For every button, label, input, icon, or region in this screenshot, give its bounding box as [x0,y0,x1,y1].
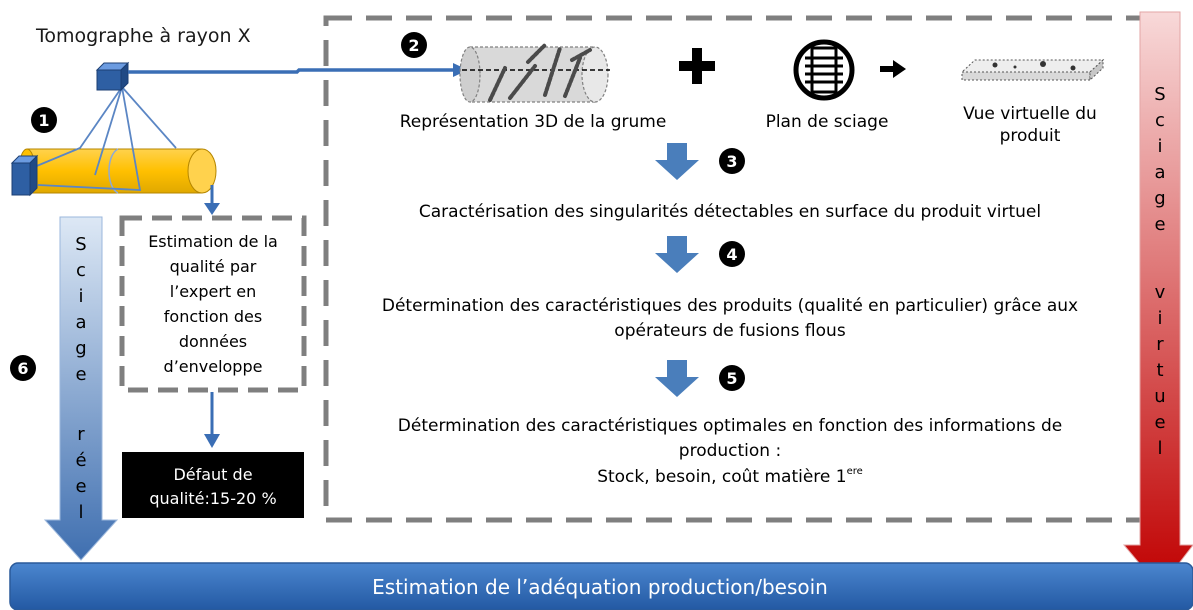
log-to-expert-arrow [204,185,220,215]
xray-beams [26,86,177,191]
virtual-sawing-label: S c i a g e v i r t u e l [1154,84,1165,459]
plus-icon [679,48,715,84]
virtual-sawing-letter: e [1154,412,1165,433]
expert-to-defect-arrow [204,392,220,448]
defect-line2: qualité:15-20 % [149,489,276,508]
virtual-sawing-letter: t [1156,360,1163,381]
expert-box-frame [119,215,307,393]
cutting-plan-label: Plan de sciage [766,112,889,132]
expert-box-text: Estimation de la qualité par l’expert en… [148,232,278,376]
real-sawing-letter: l [78,502,83,523]
svg-text:5: 5 [726,369,737,388]
real-sawing-letter: r [77,424,85,445]
real-sawing-letter: S [75,234,86,255]
step3-arrow [655,143,699,180]
virtual-sawing-letter: c [1155,110,1165,131]
scanner-top-icon [95,61,130,92]
virtual-sawing-letter: u [1154,386,1165,407]
log-3d-icon [459,43,610,103]
expert-line: l’expert en [170,282,256,301]
svg-text:3: 3 [726,152,737,171]
virtual-sawing-letter: i [1157,308,1162,329]
virtual-product-icon [960,58,1105,82]
virtual-sawing-letter: l [1157,438,1162,459]
svg-text:2: 2 [408,36,419,55]
scanner-title: Tomographe à rayon X [35,25,251,47]
defect-line1: Défaut de [173,465,252,484]
scanner-to-3d-arrow [128,63,468,77]
step4-text-line2: opérateurs de fusions flous [614,321,846,341]
to-product-arrow [880,60,906,78]
virtual-sawing-letter: a [1154,162,1165,183]
step5-text-line2: production : [679,441,781,461]
defect-box [122,452,304,518]
step5-arrow [655,360,699,397]
step5-superscript: ere [847,466,863,477]
step-marker-6: 6 [10,355,36,381]
step5-text-line1: Détermination des caractéristiques optim… [398,416,1062,436]
virtual-sawing-letter: v [1155,282,1166,303]
step-marker-2: 2 [401,32,427,58]
real-sawing-arrow [43,216,119,561]
step4-text-line1: Détermination des caractéristiques des p… [382,296,1078,316]
expert-line: d’enveloppe [164,357,263,376]
cutting-plan-icon [793,39,855,101]
virtual-sawing-letter: e [1154,214,1165,235]
step5-text-line3: Stock, besoin, coût matière 1ere [597,466,863,487]
step-marker-4: 4 [719,241,745,267]
step4-arrow [655,236,699,273]
step-marker-1: 1 [31,107,57,133]
virtual-sawing-letter: r [1156,334,1164,355]
expert-line: Estimation de la [148,232,278,251]
real-sawing-letter: e [75,364,86,385]
svg-text:1: 1 [38,111,49,130]
real-sawing-letter: e [75,476,86,497]
step-marker-5: 5 [719,365,745,391]
virtual-sawing-letter: i [1157,136,1162,157]
step3-text: Caractérisation des singularités détecta… [419,202,1041,222]
bottom-bar-label: Estimation de l’adéquation production/be… [372,575,828,599]
real-sawing-label: S c i a g e r é e l [75,234,86,523]
expert-line: fonction des [164,307,262,326]
virtual-sawing-letter: g [1154,188,1165,209]
svg-text:6: 6 [17,359,28,378]
real-sawing-letter: g [75,338,86,359]
step-marker-3: 3 [719,148,745,174]
virtual-product-label-line1: Vue virtuelle du [963,104,1097,124]
expert-line: données [179,332,247,351]
virtual-sawing-letter: S [1154,84,1165,105]
scanner-left-icon [10,154,39,197]
bottom-bar [9,562,1193,610]
real-sawing-letter: a [75,312,86,333]
real-sawing-letter: c [76,260,86,281]
virtual-chain-frame [323,15,1151,523]
real-sawing-letter: i [78,286,83,307]
expert-line: qualité par [170,257,257,276]
real-sawing-letter: é [75,450,86,471]
virtual-product-label-line2: produit [1000,126,1061,146]
svg-text:4: 4 [726,245,737,264]
log-3d-label: Représentation 3D de la grume [400,112,667,132]
step5-text-line3-main: Stock, besoin, coût matière 1 [597,467,846,487]
